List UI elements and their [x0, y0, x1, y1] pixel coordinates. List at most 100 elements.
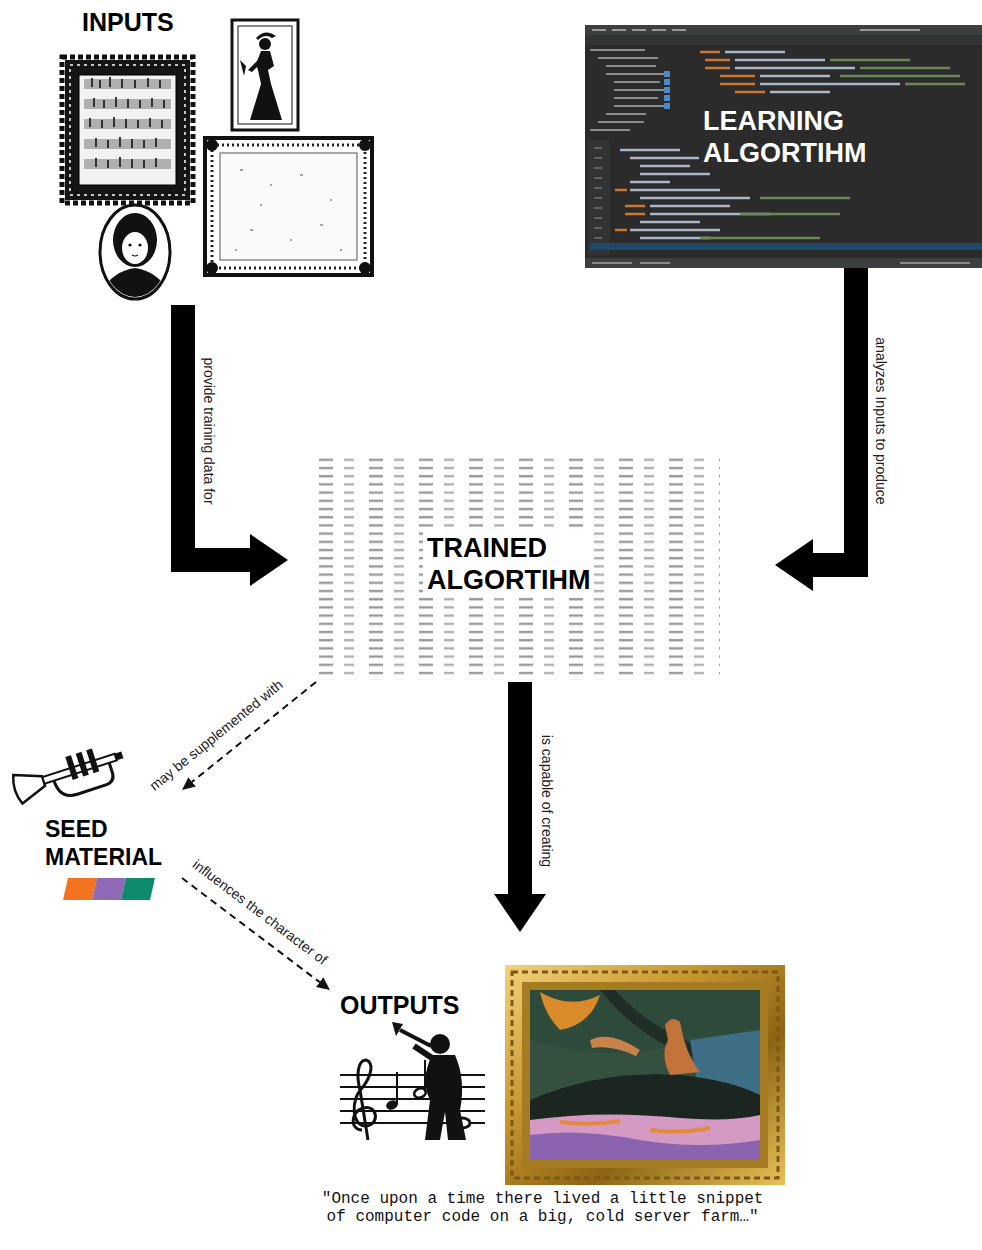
code-editor-screenshot [585, 25, 982, 35]
framed-painting [530, 990, 760, 1160]
code-editor-screenshot [590, 50, 666, 130]
trumpet-player-silhouette [392, 1022, 403, 1036]
empty-picture-frame [205, 138, 372, 275]
oval-portrait [113, 213, 157, 267]
lady-portrait-frame [232, 20, 298, 130]
trumpet-icon [10, 767, 48, 805]
framed-painting [540, 992, 600, 1030]
edge-label: influences the character of [188, 855, 332, 969]
node-heading: OUTPUTS [336, 990, 463, 1020]
oval-portrait [98, 268, 172, 300]
empty-picture-frame [359, 262, 371, 274]
dashed-arrow [182, 878, 320, 982]
oval-portrait [122, 232, 148, 264]
flow-arrow [813, 268, 856, 565]
code-editor-screenshot [700, 60, 965, 238]
code-editor-screenshot [585, 25, 982, 268]
music-staff [424, 1060, 426, 1092]
empty-picture-frame [206, 139, 218, 151]
music-sheet-frame [84, 80, 171, 168]
connector-group [182, 268, 856, 982]
framed-painting [530, 1132, 760, 1160]
label-anchor: "Once upon a time there lived a little s… [317, 1190, 768, 1227]
colour-bar [63, 878, 97, 900]
code-editor-screenshot [588, 140, 610, 255]
lady-portrait-frame [232, 20, 298, 130]
trumpet-icon [86, 748, 99, 773]
story-caption: "Once upon a time there lived a little s… [317, 1190, 768, 1227]
empty-picture-frame [235, 170, 342, 250]
code-editor-screenshot [585, 25, 982, 268]
node-heading: LEARNING ALGORTIHM [699, 105, 870, 170]
empty-picture-frame [206, 262, 218, 274]
trumpet-icon [65, 755, 78, 780]
lady-portrait-frame [240, 60, 246, 76]
code-editor-screenshot [664, 95, 670, 101]
lady-portrait-frame [259, 38, 271, 50]
oval-portrait [98, 205, 172, 300]
colour-bar [92, 878, 126, 900]
oval-portrait [98, 213, 172, 300]
colour-bar [121, 878, 155, 900]
code-editor-screenshot [590, 243, 982, 250]
number-table [318, 456, 720, 680]
trumpet-player-silhouette [392, 1022, 466, 1140]
flow-arrow [508, 682, 532, 894]
framed-painting [505, 965, 785, 1185]
code-editor-screenshot [592, 29, 920, 31]
code-editor-screenshot [615, 52, 765, 230]
trumpet-icon [10, 740, 130, 812]
oval-portrait [128, 243, 131, 246]
learning-algorithm-panel: LEARNING ALGORTIHM [585, 25, 982, 268]
trained-algorithm-table: TRAINED ALGORTIHM [288, 452, 775, 682]
number-table [318, 456, 720, 680]
framed-painting [590, 1037, 640, 1056]
code-editor-screenshot [585, 35, 982, 45]
music-staff [353, 1060, 375, 1140]
empty-picture-frame [220, 153, 357, 260]
code-editor-screenshot [592, 262, 970, 264]
music-sheet-frame [65, 60, 190, 200]
seed-material-group: SEED MATERIAL [12, 738, 182, 906]
code-editor-screenshot [664, 87, 670, 93]
lady-portrait-frame [256, 32, 276, 40]
framed-painting [505, 965, 785, 1185]
node-heading: TRAINED ALGORTIHM [423, 532, 594, 597]
node-heading: SEED MATERIAL [41, 816, 166, 871]
outputs-group: OUTPUTS [330, 932, 792, 1190]
music-sheet-frame [90, 77, 164, 168]
music-sheet-frame [62, 57, 193, 203]
trumpet-player-silhouette [414, 1046, 441, 1064]
code-editor-screenshot [594, 148, 602, 238]
trumpet-player-silhouette [430, 1034, 450, 1054]
music-sheet-frame [62, 57, 193, 203]
empty-picture-frame [212, 145, 365, 268]
music-sheet-frame [79, 75, 176, 185]
edge-label: provide training data for [201, 355, 217, 506]
dashed-arrow [192, 682, 316, 782]
lady-portrait-frame [250, 51, 282, 120]
code-editor-screenshot [664, 79, 670, 85]
edge-label: may be supplemented with [145, 675, 288, 795]
framed-painting [522, 982, 768, 1168]
lady-portrait-frame [248, 60, 260, 72]
music-staff [396, 1072, 398, 1104]
trumpet-icon [115, 752, 124, 761]
trumpet-icon [76, 752, 89, 777]
framed-painting [512, 972, 778, 1178]
edge-label: analyzes Inputs to produce [873, 335, 889, 506]
framed-painting [560, 1121, 710, 1132]
framed-painting [530, 1114, 760, 1160]
colour-bar [63, 878, 155, 900]
empty-picture-frame [205, 138, 372, 275]
code-editor-screenshot [664, 71, 670, 77]
edge-label: is capable of creating [539, 733, 555, 869]
node-heading: INPUTS [78, 7, 178, 37]
inputs-group: INPUTS [60, 5, 380, 305]
